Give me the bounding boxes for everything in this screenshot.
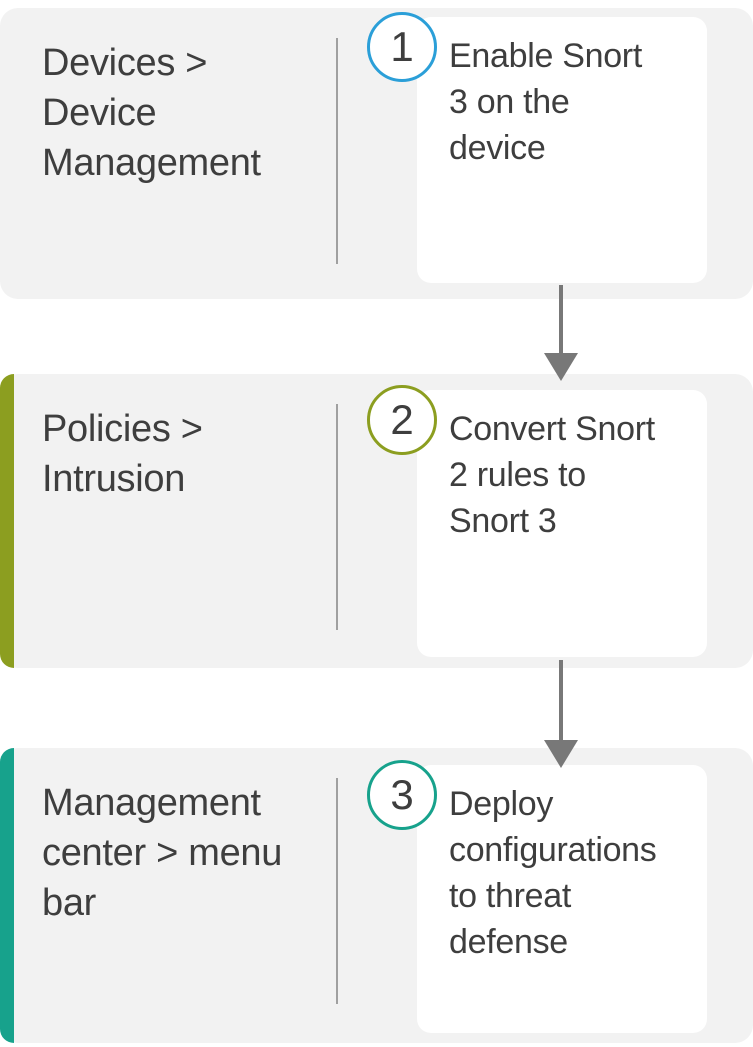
arrow-line — [559, 285, 563, 353]
step-card: Deploy configurations to threat defense — [417, 765, 707, 1033]
section-accent-bar — [0, 748, 14, 1043]
step-number-badge: 1 — [367, 12, 437, 82]
nav-path-label: Policies > Intrusion — [42, 408, 203, 500]
arrow-line — [559, 660, 563, 740]
nav-path-label: Management center > menu bar — [42, 782, 283, 924]
step-number-badge: 2 — [367, 385, 437, 455]
vertical-divider — [336, 404, 338, 630]
vertical-divider — [336, 778, 338, 1004]
step-description: Deploy configurations to threat defense — [449, 785, 657, 961]
workflow-row-policies: Policies > Intrusion 2 Convert Snort 2 r… — [0, 374, 753, 668]
workflow-row-management-center: Management center > menu bar 3 Deploy co… — [0, 748, 753, 1043]
step-card: Enable Snort 3 on the device — [417, 17, 707, 283]
step-description: Convert Snort 2 rules to Snort 3 — [449, 410, 655, 540]
arrow-head-icon — [544, 740, 578, 768]
step-number-badge: 3 — [367, 760, 437, 830]
nav-path-label: Devices > Device Management — [42, 42, 261, 184]
step-description: Enable Snort 3 on the device — [449, 37, 642, 167]
vertical-divider — [336, 38, 338, 264]
workflow-row-devices: Devices > Device Management 1 Enable Sno… — [0, 8, 753, 299]
step-card: Convert Snort 2 rules to Snort 3 — [417, 390, 707, 657]
section-accent-bar — [0, 374, 14, 668]
arrow-head-icon — [544, 353, 578, 381]
